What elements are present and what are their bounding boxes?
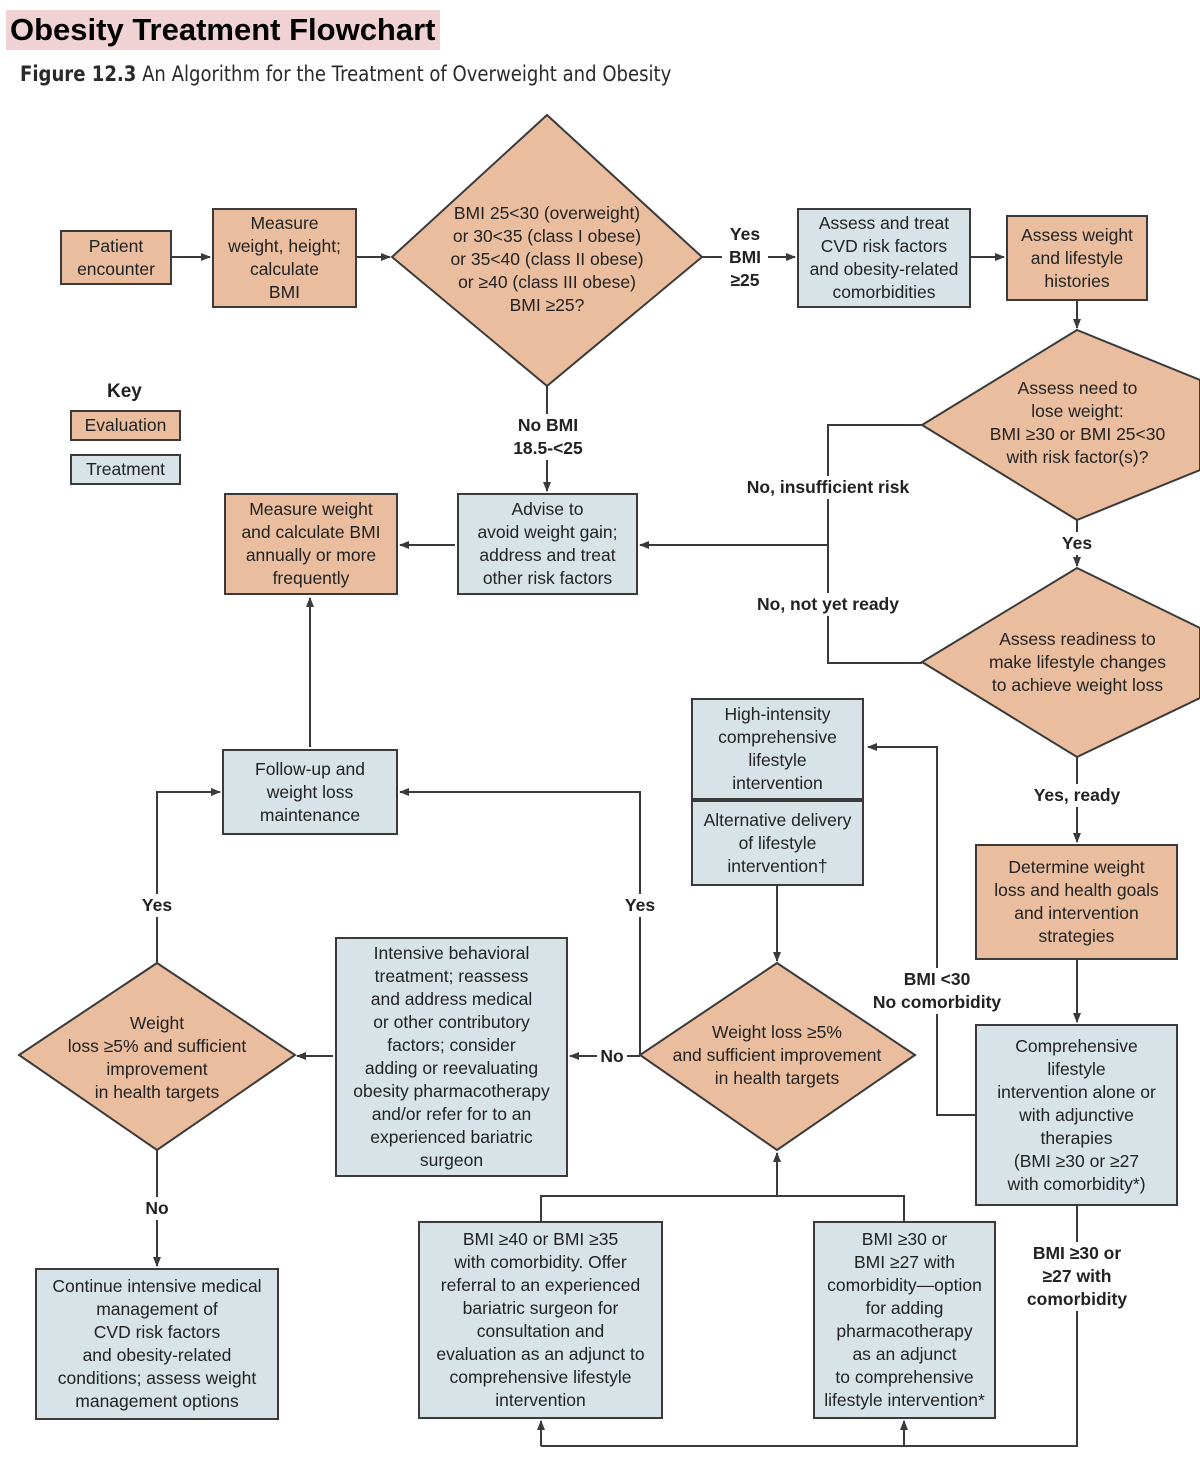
edge-bottom-boxes-join: [540, 1195, 905, 1221]
followup-box: Follow-up and weight loss maintenance: [222, 749, 398, 835]
key-treatment: Treatment: [70, 454, 181, 485]
figure-caption-text: An Algorithm for the Treatment of Overwe…: [142, 62, 672, 86]
weight-loss-left-text: Weight loss ≥5% and sufficient improveme…: [67, 1013, 247, 1102]
assess-cvd-box: Assess and treat CVD risk factors and ob…: [797, 208, 971, 308]
pharmacotherapy-box: BMI ≥30 or BMI ≥27 with comorbidity—opti…: [813, 1221, 996, 1419]
patient-encounter-box: Patient encounter: [60, 230, 172, 285]
edge-center-yes-to-followup: [399, 788, 641, 1056]
label-no-bmi: No BMI 18.5-<25: [496, 414, 600, 460]
advise-box: Advise to avoid weight gain; address and…: [457, 493, 638, 595]
label-yes-need: Yes: [1057, 532, 1097, 555]
label-no-left: No: [140, 1197, 174, 1220]
label-no-not-ready: No, not yet ready: [746, 593, 910, 616]
bariatric-box: BMI ≥40 or BMI ≥35 with comorbidity. Off…: [418, 1221, 663, 1419]
label-bmi-ge30: BMI ≥30 or ≥27 with comorbidity: [1017, 1242, 1137, 1311]
diamond-assess-need: [920, 328, 1200, 522]
intensive-behavioral-box: Intensive behavioral treatment; reassess…: [335, 937, 568, 1177]
label-yes-ready: Yes, ready: [1024, 784, 1130, 807]
key-title: Key: [107, 381, 142, 402]
page-title: Obesity Treatment Flowchart: [6, 10, 440, 50]
label-yes-left: Yes: [137, 894, 177, 917]
figure-caption: Figure 12.3 An Algorithm for the Treatme…: [20, 62, 671, 86]
key-evaluation: Evaluation: [70, 410, 181, 441]
label-no-center: No: [597, 1045, 627, 1068]
weight-loss-center-text: Weight loss ≥5% and sufficient improveme…: [672, 1021, 882, 1088]
measure-bmi-box: Measure weight, height; calculate BMI: [212, 208, 357, 308]
assess-readiness-text: Assess readiness to make lifestyle chang…: [988, 628, 1167, 695]
alt-delivery-box: Alternative delivery of lifestyle interv…: [691, 800, 864, 886]
assess-need-text: Assess need to lose weight: BMI ≥30 or B…: [989, 378, 1166, 467]
continue-intensive-box: Continue intensive medical management of…: [35, 1268, 279, 1420]
measure-annually-box: Measure weight and calculate BMI annuall…: [224, 493, 398, 595]
edge-comprehensive-to-high-intensity: [867, 743, 975, 1116]
label-no-insufficient: No, insufficient risk: [738, 476, 918, 499]
determine-goals-box: Determine weight loss and health goals a…: [975, 844, 1178, 960]
comprehensive-box: Comprehensive lifestyle intervention alo…: [975, 1024, 1178, 1206]
label-bmi-lt30: BMI <30 No comorbidity: [862, 968, 1012, 1014]
diamond-assess-readiness: [920, 566, 1200, 759]
assess-histories-box: Assess weight and lifestyle histories: [1006, 215, 1148, 301]
high-intensity-box: High-intensity comprehensive lifestyle i…: [691, 698, 864, 800]
edge-need-no-to-advise: [827, 424, 922, 664]
edge-left-yes-to-followup: [156, 788, 221, 963]
diamond-weight-loss-center: [638, 961, 917, 1152]
figure-number: Figure 12.3: [20, 62, 137, 86]
label-yes-center: Yes: [620, 894, 660, 917]
bmi-question-text: BMI 25<30 (overweight) or 30<35 (class I…: [450, 202, 644, 315]
label-yes-bmi: Yes BMI ≥25: [722, 223, 768, 292]
